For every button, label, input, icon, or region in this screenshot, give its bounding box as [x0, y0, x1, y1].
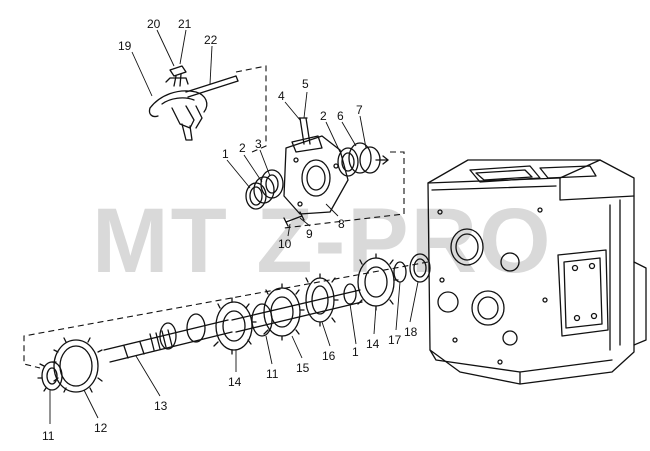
- callout-9: 9: [306, 227, 313, 241]
- callout-17: 17: [388, 333, 402, 347]
- callout-5: 5: [302, 77, 309, 91]
- callout-11-middle: 11: [266, 367, 279, 381]
- callout-20: 20: [147, 17, 161, 31]
- callout-15: 15: [296, 361, 310, 375]
- shift-cover-assembly: [245, 117, 389, 227]
- callout-16: 16: [322, 349, 336, 363]
- callout-11-front: 11: [42, 429, 55, 443]
- callout-7: 7: [356, 103, 363, 117]
- callout-14-left: 14: [228, 375, 242, 389]
- callout-21: 21: [178, 17, 192, 31]
- callout-19: 19: [118, 39, 132, 53]
- callout-labels: 1 2 3 4 5 2 6 7 8 9 10 19 20 21 22 11 12…: [42, 17, 418, 443]
- watermark-text: MT Z-PRO: [92, 190, 553, 292]
- callout-22: 22: [204, 33, 218, 47]
- callout-3: 3: [255, 137, 262, 151]
- callout-18: 18: [404, 325, 418, 339]
- main-shaft-assembly: [37, 253, 431, 393]
- callout-12: 12: [94, 421, 108, 435]
- gearbox-housing: [427, 159, 647, 385]
- callout-2-left: 2: [239, 141, 246, 155]
- callout-1-shaft: 1: [352, 345, 359, 359]
- callout-10: 10: [278, 237, 292, 251]
- callout-4: 4: [278, 89, 285, 103]
- callout-2-right: 2: [320, 109, 327, 123]
- callout-1-top: 1: [222, 147, 229, 161]
- callout-14-right: 14: [366, 337, 380, 351]
- callout-8: 8: [338, 217, 345, 231]
- shift-fork-assembly: [148, 65, 239, 141]
- leader-lines: [49, 29, 419, 424]
- callout-13: 13: [154, 399, 168, 413]
- assembly-guide-lines: [23, 65, 429, 369]
- callout-6: 6: [337, 109, 344, 123]
